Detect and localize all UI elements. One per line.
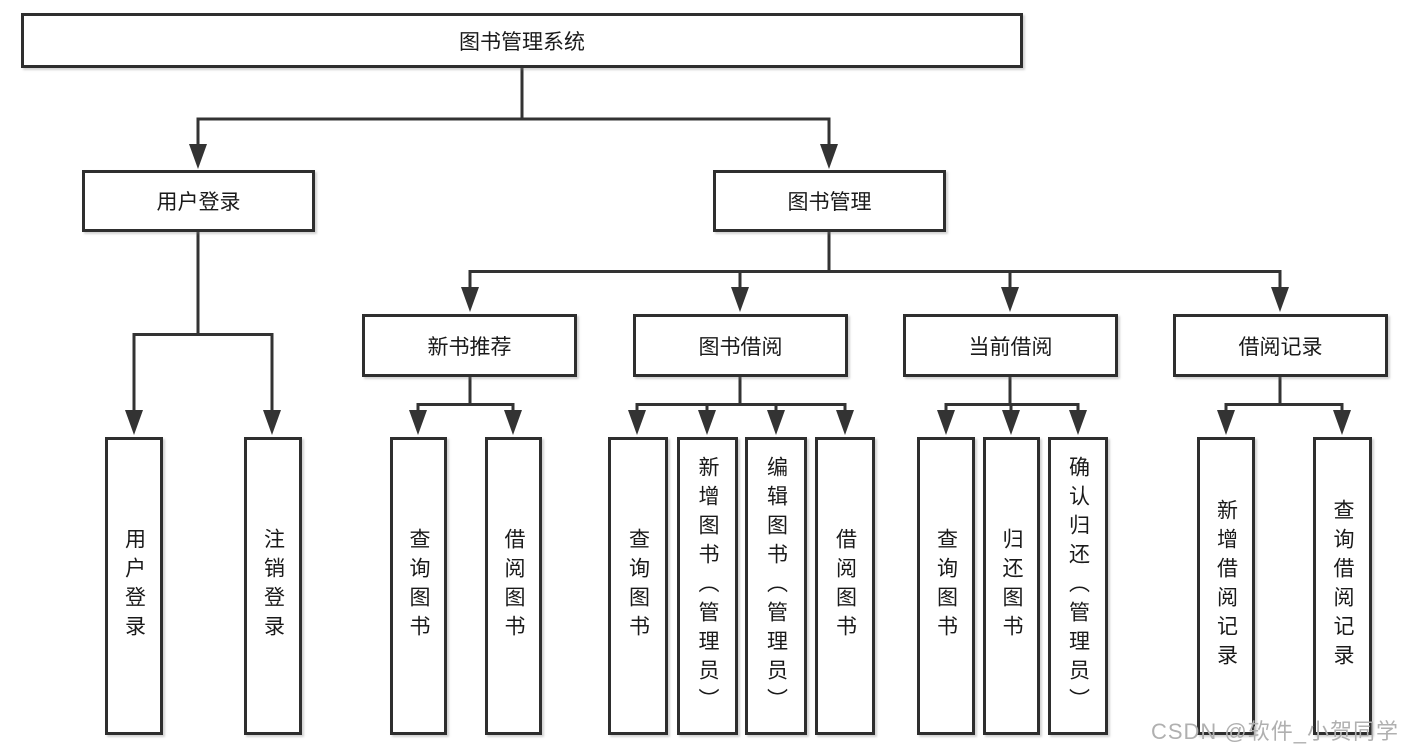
node-label: 查询借阅记录 xyxy=(1331,499,1354,673)
node-user-login-leaf: 用户登录 xyxy=(105,437,163,735)
node-label: 用户登录 xyxy=(156,191,241,214)
node-add-borrow-record: 新增借阅记录 xyxy=(1197,437,1255,735)
node-edit-book-admin: 编辑图书（管理员） xyxy=(745,437,807,735)
node-user-login: 用户登录 xyxy=(82,170,315,232)
node-label: 编辑图书（管理员） xyxy=(764,455,788,717)
node-logout: 注销登录 xyxy=(244,437,302,735)
node-label: 确认归还（管理员） xyxy=(1066,455,1090,717)
node-return-book: 归还图书 xyxy=(983,437,1040,735)
node-borrowing-records: 借阅记录 xyxy=(1173,314,1388,377)
node-current-borrowing: 当前借阅 xyxy=(903,314,1118,377)
node-label: 用户登录 xyxy=(122,528,146,644)
node-query-borrow-record: 查询借阅记录 xyxy=(1313,437,1372,735)
node-label: 归还图书 xyxy=(1000,528,1023,644)
node-label: 新增图书（管理员） xyxy=(696,455,719,717)
node-book-management: 图书管理 xyxy=(713,170,946,232)
node-label: 注销登录 xyxy=(261,528,285,644)
node-label: 查询图书 xyxy=(934,528,958,644)
node-label: 当前借阅 xyxy=(968,335,1053,359)
node-label: 借阅记录 xyxy=(1238,335,1323,359)
csdn-watermark: CSDN @软件_小贺同学 xyxy=(1150,719,1399,744)
node-new-book-recommend: 新书推荐 xyxy=(362,314,577,377)
node-label: 借阅图书 xyxy=(502,528,525,644)
node-query-books-2: 查询图书 xyxy=(608,437,668,735)
node-query-books-3: 查询图书 xyxy=(917,437,975,735)
node-label: 借阅图书 xyxy=(833,528,857,644)
node-library-system: 图书管理系统 xyxy=(21,13,1023,68)
node-label: 新增借阅记录 xyxy=(1214,499,1238,673)
node-borrow-books-2: 借阅图书 xyxy=(815,437,875,735)
node-confirm-return-admin: 确认归还（管理员） xyxy=(1048,437,1108,735)
node-book-borrowing: 图书借阅 xyxy=(633,314,848,377)
node-borrow-books-1: 借阅图书 xyxy=(485,437,542,735)
node-label: 图书管理系统 xyxy=(459,30,585,54)
node-query-books-1: 查询图书 xyxy=(390,437,447,735)
node-label: 新书推荐 xyxy=(427,335,512,359)
node-add-book-admin: 新增图书（管理员） xyxy=(677,437,738,735)
node-label: 图书管理 xyxy=(787,191,872,214)
node-label: 图书借阅 xyxy=(698,335,783,359)
node-label: 查询图书 xyxy=(407,528,430,644)
node-label: 查询图书 xyxy=(626,528,650,644)
